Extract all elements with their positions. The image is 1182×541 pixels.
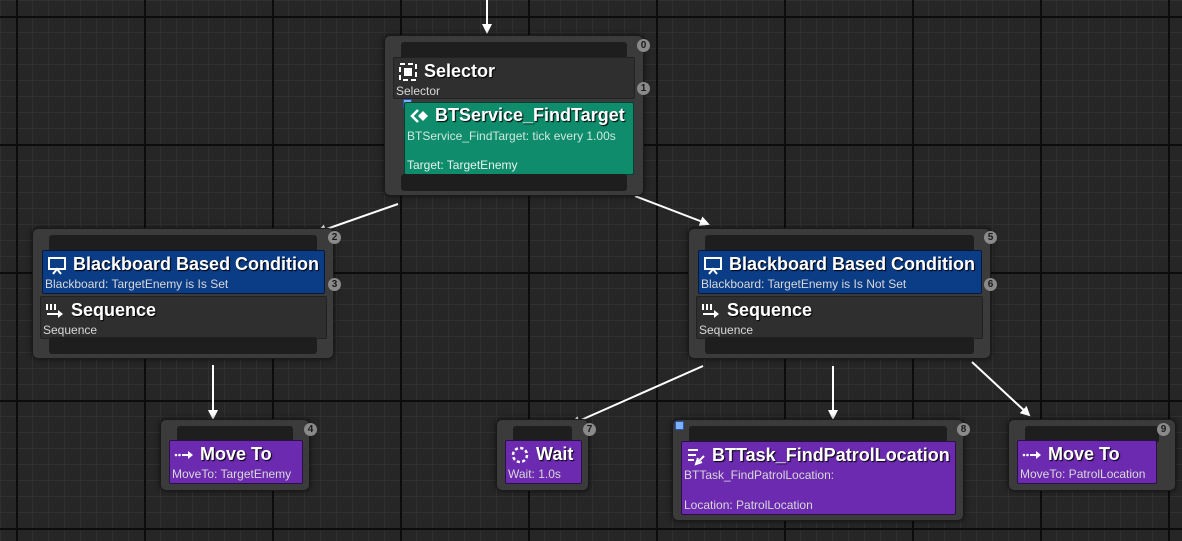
service-icon bbox=[410, 108, 428, 123]
input-pin[interactable] bbox=[401, 42, 627, 59]
input-pin[interactable] bbox=[513, 426, 572, 443]
sequence-title: Sequence bbox=[701, 300, 812, 321]
wait-icon bbox=[511, 446, 529, 463]
link-right-to-moveto-patrol bbox=[971, 361, 1031, 417]
output-pin[interactable] bbox=[401, 174, 627, 191]
selector-subtitle: Selector bbox=[396, 84, 441, 98]
decorator-title: Blackboard Based Condition bbox=[47, 254, 319, 275]
execution-index-badge: 3 bbox=[328, 278, 341, 291]
sequence-node-right[interactable]: 5 Blackboard Based Condition Blackboard:… bbox=[688, 228, 997, 359]
decorator-blackboard-left[interactable]: Blackboard Based Condition Blackboard: T… bbox=[42, 250, 325, 294]
task-description: Wait: 1.0s bbox=[508, 467, 561, 481]
task-title: Move To bbox=[1022, 444, 1120, 465]
input-pin[interactable] bbox=[689, 426, 947, 443]
service-title: BTService_FindTarget bbox=[409, 105, 625, 126]
blackboard-icon bbox=[48, 256, 66, 275]
input-pin[interactable] bbox=[177, 426, 293, 443]
decorator-description: Blackboard: TargetEnemy is Is Set bbox=[45, 277, 229, 291]
execution-index-badge: 4 bbox=[304, 423, 317, 436]
service-detail: Target: TargetEnemy bbox=[407, 158, 518, 172]
service-description: BTService_FindTarget: tick every 1.00s bbox=[407, 129, 616, 143]
execution-index-badge: 5 bbox=[984, 231, 997, 244]
task-title: Wait bbox=[510, 444, 573, 465]
task-node-moveto-patrol[interactable]: 9 Move To MoveTo: PatrolLocation bbox=[1008, 419, 1176, 491]
execution-index-badge: 9 bbox=[1157, 423, 1170, 436]
task-node-wait[interactable]: 7 Wait Wait: 1.0s bbox=[496, 419, 596, 491]
move-to-icon bbox=[1022, 450, 1041, 459]
sequence-subtitle: Sequence bbox=[43, 323, 98, 337]
input-pin[interactable] bbox=[1025, 426, 1159, 443]
execution-index-badge: 2 bbox=[328, 231, 341, 244]
task-list-icon bbox=[688, 448, 705, 466]
output-pin[interactable] bbox=[49, 337, 317, 354]
execution-index-badge: 1 bbox=[637, 82, 650, 95]
task-title: BTTask_FindPatrolLocation bbox=[686, 445, 950, 466]
task-description: BTTask_FindPatrolLocation: bbox=[684, 468, 835, 482]
decorator-blackboard-right[interactable]: Blackboard Based Condition Blackboard: T… bbox=[698, 250, 982, 294]
execution-index-badge: 7 bbox=[583, 423, 596, 436]
sequence-node-left[interactable]: 2 Blackboard Based Condition Blackboard:… bbox=[32, 228, 341, 359]
task-wait[interactable]: Wait Wait: 1.0s bbox=[505, 440, 582, 484]
task-moveto-enemy[interactable]: Move To MoveTo: TargetEnemy bbox=[169, 440, 303, 484]
sequence-subtitle: Sequence bbox=[699, 323, 754, 337]
link-right-to-wait bbox=[570, 365, 704, 426]
decorator-title: Blackboard Based Condition bbox=[703, 254, 975, 275]
selector-title: Selector bbox=[398, 61, 495, 82]
sequence-composite-left[interactable]: Sequence Sequence bbox=[40, 296, 327, 339]
task-find-patrol[interactable]: BTTask_FindPatrolLocation BTTask_FindPat… bbox=[681, 441, 956, 515]
execution-index-badge: 0 bbox=[637, 39, 650, 52]
execution-index-badge: 6 bbox=[984, 278, 997, 291]
task-node-moveto-enemy[interactable]: 4 Move To MoveTo: TargetEnemy bbox=[160, 419, 317, 491]
task-description: MoveTo: TargetEnemy bbox=[172, 467, 292, 481]
sequence-icon bbox=[46, 303, 63, 318]
input-pin[interactable] bbox=[705, 235, 974, 252]
sequence-title: Sequence bbox=[45, 300, 156, 321]
task-detail: Location: PatrolLocation bbox=[684, 498, 813, 512]
selector-node[interactable]: 0 Selector Selector 1 BTService_FindTarg… bbox=[384, 35, 650, 196]
task-node-find-patrol[interactable]: 8 BTTask_FindPatrolLocation BTTask_FindP… bbox=[672, 419, 970, 521]
service-bt-findtarget[interactable]: BTService_FindTarget BTService_FindTarge… bbox=[404, 102, 634, 175]
breakpoint-marker bbox=[675, 421, 684, 430]
output-pin[interactable] bbox=[705, 337, 974, 354]
decorator-description: Blackboard: TargetEnemy is Is Not Set bbox=[701, 277, 907, 291]
selector-composite[interactable]: Selector Selector bbox=[393, 57, 635, 99]
link-root-to-left bbox=[316, 203, 399, 235]
task-description: MoveTo: PatrolLocation bbox=[1020, 467, 1146, 481]
input-pin[interactable] bbox=[49, 235, 317, 252]
blackboard-icon bbox=[704, 256, 722, 275]
execution-index-badge: 8 bbox=[957, 423, 970, 436]
link-root-to-right bbox=[634, 195, 710, 226]
sequence-composite-right[interactable]: Sequence Sequence bbox=[696, 296, 983, 339]
task-moveto-patrol[interactable]: Move To MoveTo: PatrolLocation bbox=[1017, 440, 1157, 484]
task-title: Move To bbox=[174, 444, 272, 465]
move-to-icon bbox=[174, 450, 193, 459]
selector-icon bbox=[399, 62, 417, 81]
sequence-icon bbox=[702, 303, 719, 318]
